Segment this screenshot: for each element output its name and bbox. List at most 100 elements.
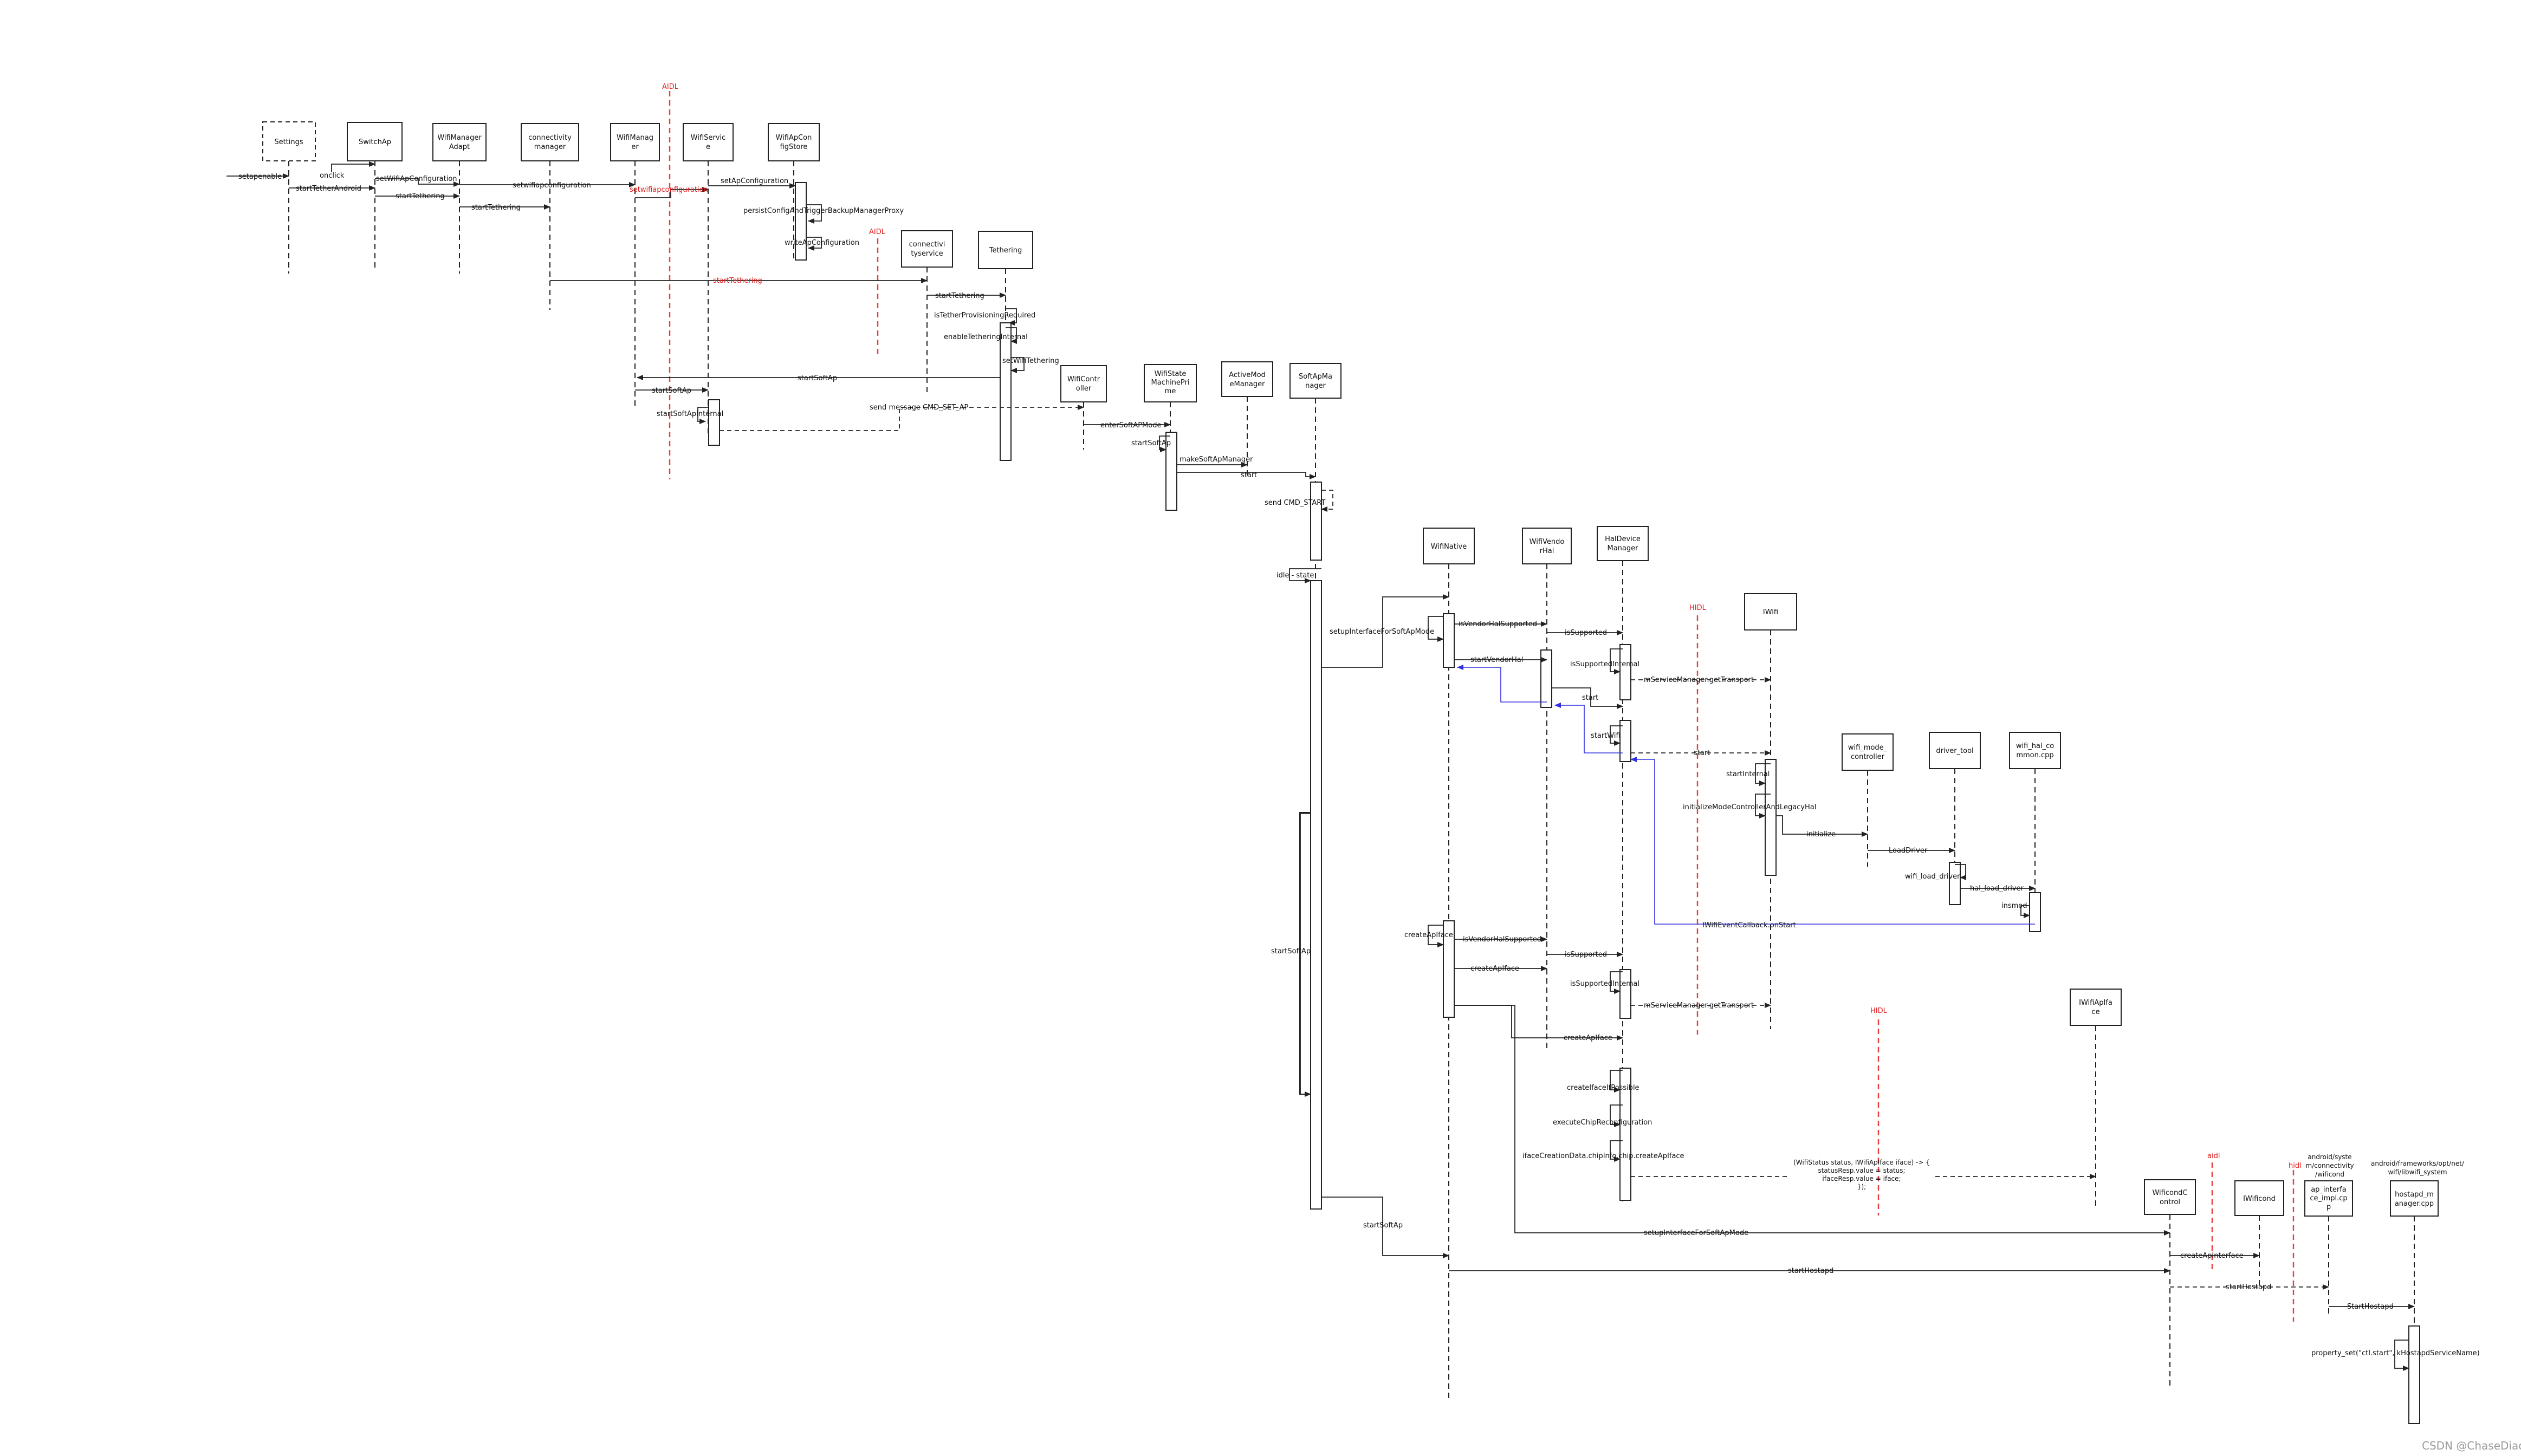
participant-driver-tool: [1929, 732, 1981, 769]
participant-ap-interface-impl-l3: p: [2326, 1203, 2331, 1211]
activation-wifinative-1: [1443, 613, 1455, 668]
label-m15: enableTetheringInternal: [944, 333, 1028, 341]
participant-wifi-mode-controller: [1842, 733, 1894, 771]
participant-wifiapconfigstore-l1: WifiApCon: [776, 134, 812, 142]
label-m09: setApConfiguration: [721, 177, 788, 185]
participant-wifivendorhal-l1: WifiVendo: [1530, 538, 1565, 546]
label-m29: isSupported: [1565, 629, 1607, 637]
label-m30: startVendorHal: [1470, 656, 1523, 664]
participant-iwifiapiface: [2070, 989, 2122, 1026]
path-wificond-3: /wificond: [2315, 1171, 2344, 1178]
label-m39: LoadDriver: [1889, 847, 1928, 855]
arrow-m40: [1955, 864, 1966, 880]
messages: setapenable onclick startTetherAndroid s…: [226, 161, 2480, 1371]
participant-wifiservice-l2: e: [706, 143, 710, 151]
participant-settings: [262, 121, 316, 161]
label-m14: isTetherProvisioningRequired: [934, 311, 1035, 320]
participant-wifistatemachineprime-l2: MachinePri: [1151, 379, 1190, 387]
path-hostapd-2: wifi/libwifi_system: [2388, 1168, 2447, 1176]
participant-wificond-control-l1: WificondC: [2152, 1189, 2187, 1197]
participant-wifi-mode-controller-l1: wifi_mode_: [1848, 744, 1888, 752]
arrow-m37: [1755, 794, 1771, 818]
label-m21: enterSoftAPMode: [1100, 421, 1161, 430]
participant-wifivendorhal: [1522, 528, 1572, 564]
label-m62: property_set("ctl.start", kHostapdServic…: [2311, 1349, 2480, 1357]
activation-tethering: [1000, 322, 1012, 461]
activation-wifinative-2: [1443, 920, 1455, 1018]
participants: Settings SwitchAp WifiManager Adapt conn…: [262, 121, 2439, 1217]
participant-wificond-control-l2: ontrol: [2160, 1198, 2180, 1206]
participant-iwifiapiface-l2: ce: [2091, 1008, 2099, 1016]
label-m05: startTethering: [396, 192, 445, 200]
participant-wifiapconfigstore: [768, 123, 820, 161]
participant-wifimanager-adapt-l2: Adapt: [449, 143, 470, 151]
arrow-m38: [1776, 815, 1868, 837]
arrow-m49: [1610, 971, 1623, 994]
participant-ap-interface-impl: [2304, 1180, 2353, 1217]
participant-wifimanager: [610, 123, 660, 161]
participant-wifimanager-l1: WifiManag: [617, 134, 653, 142]
participant-softapmanager-l1: SoftApMa: [1299, 373, 1332, 381]
path-hostapd-1: android/frameworks/opt/net/: [2371, 1160, 2465, 1167]
aidl-label-2: AIDL: [869, 228, 886, 236]
participant-iwificond-label: IWificond: [2243, 1195, 2276, 1203]
participant-wifistatemachineprime-l3: me: [1165, 387, 1176, 395]
arrow-m62: [2394, 1340, 2409, 1371]
hidl-label-1: HIDL: [1689, 604, 1707, 612]
label-m59: startHostapd: [1788, 1267, 1833, 1275]
arrow-m10: [806, 204, 822, 224]
participant-connectivity-manager-l1: connectivity: [528, 134, 572, 142]
participant-wifistatemachineprime: [1144, 364, 1197, 402]
participant-connectivityservice-l2: tyservice: [911, 250, 943, 258]
label-m61: StartHostapd: [2347, 1303, 2394, 1311]
arrow-m19: [697, 407, 708, 424]
label-m36: startInternal: [1726, 770, 1770, 778]
label-m17: startSoftAp: [798, 374, 837, 382]
activation-haldevicemanager-2: [1619, 720, 1631, 762]
participant-iwifiapiface-l1: IWifiApIfa: [2079, 999, 2112, 1007]
label-m51: createApIface: [1564, 1034, 1612, 1042]
arrow-m24: [1177, 472, 1316, 479]
hidl-label-3: hidl: [2289, 1162, 2302, 1170]
arrow-m54: [1610, 1140, 1623, 1162]
participant-iwifi: [1744, 593, 1797, 630]
label-m18: startSoftAp: [652, 387, 691, 395]
path-wificond-1: android/syste: [2308, 1153, 2351, 1161]
activation-hostapd-manager: [2408, 1325, 2420, 1424]
label-m40: wifi_load_driver: [1905, 873, 1960, 881]
label-m60: startHostapd: [2226, 1283, 2271, 1291]
arrow-m22: [1159, 435, 1170, 452]
activation-wifi-hal-common: [2029, 892, 2041, 932]
boundaries: AIDL AIDL HIDL HIDL aidl hidl android/sy…: [662, 83, 2465, 1322]
arrow-m14: [1006, 308, 1017, 326]
label-m24: start: [1241, 471, 1257, 479]
arrow-m45: [1428, 925, 1444, 947]
label-m43: IWifiEventCallback.onStart: [1702, 921, 1796, 929]
activation-softapmanager-1: [1310, 482, 1322, 561]
participant-wifivendorhal-l2: rHal: [1540, 547, 1554, 555]
label-m42: insmod: [2001, 902, 2027, 910]
participant-iwifi-label: IWifi: [1763, 608, 1778, 616]
lifelines: [288, 161, 2415, 1425]
label-m19: startSoftApInternal: [657, 410, 723, 418]
label-m16: setWifiTethering: [1002, 357, 1059, 365]
label-m33: start: [1582, 694, 1598, 702]
path-wificond-2: m/connectivity: [2305, 1162, 2354, 1169]
participant-softapmanager: [1289, 363, 1341, 399]
participant-switchap: [347, 122, 403, 161]
participant-wifinative: [1423, 528, 1475, 564]
activation-driver-tool: [1949, 862, 1961, 905]
label-m07: setwifiapconfiguration: [513, 181, 591, 190]
participant-wificontroller-l2: oller: [1076, 385, 1092, 393]
arrow-m27: [1321, 594, 1449, 668]
arrow-m16: [1010, 357, 1025, 373]
participant-haldevicemanager-l2: Manager: [1608, 544, 1639, 552]
label-m55-l2: statusResp.value = status;: [1818, 1167, 1905, 1174]
label-m10: persistConfigAndTriggerBackupManagerProx…: [743, 207, 904, 215]
arrow-m08: [635, 187, 709, 198]
activation-wifiservice: [708, 399, 720, 446]
arrow-m04: [375, 178, 460, 187]
arrow-m33: [1552, 687, 1623, 709]
arrow-m27b: [1428, 616, 1444, 642]
arrow-m52: [1610, 1070, 1623, 1093]
